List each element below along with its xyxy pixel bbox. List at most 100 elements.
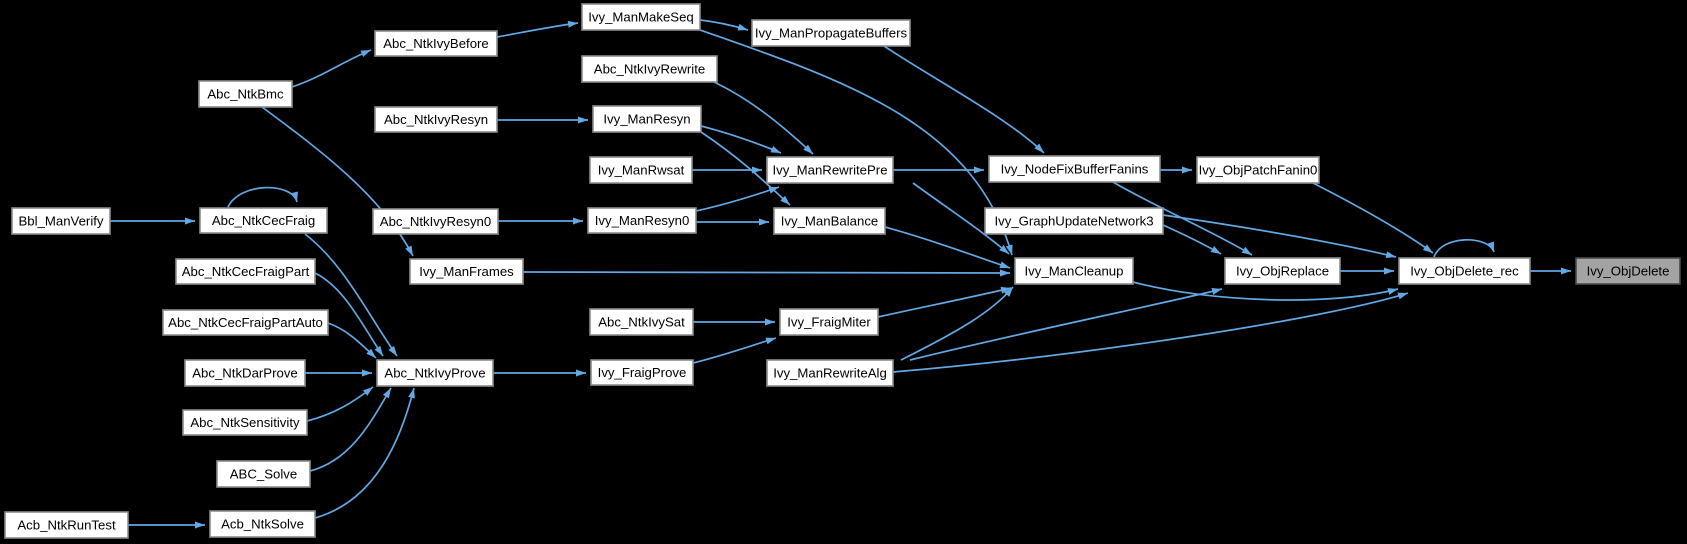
- node-label-manresyn0: Ivy_ManResyn0: [595, 213, 690, 228]
- edge-sensitivity-to-ivyprove: [306, 386, 374, 422]
- node-box-darprove[interactable]: [184, 359, 306, 387]
- node-label-ivyresyn0: Abc_NtkIvyResyn0: [380, 214, 491, 229]
- node-balance[interactable]: Ivy_ManBalance: [773, 207, 886, 235]
- node-box-manresyn[interactable]: [592, 105, 702, 133]
- node-label-propbuf: Ivy_ManPropagateBuffers: [755, 26, 908, 41]
- edge-cecfraigpart-to-ivyprove: [314, 272, 384, 357]
- edge-fraigprove-to-fraigmiter: [692, 337, 777, 364]
- edge-fraigmiter-to-cleanup: [877, 286, 1012, 318]
- node-box-graphupdate[interactable]: [984, 207, 1164, 235]
- edge-balance-to-cleanup: [884, 226, 1011, 269]
- node-box-cecfraig[interactable]: [199, 207, 328, 234]
- node-objdelete[interactable]: Ivy_ObjDelete: [1575, 257, 1681, 285]
- node-ivysat[interactable]: Abc_NtkIvySat: [589, 308, 694, 336]
- node-rewritepre[interactable]: Ivy_ManRewritePre: [766, 156, 894, 184]
- node-ivybefore[interactable]: Abc_NtkIvyBefore: [374, 30, 498, 57]
- node-box-sensitivity[interactable]: [182, 409, 308, 436]
- node-label-ivyresyn: Abc_NtkIvyResyn: [384, 112, 488, 127]
- node-box-ivyresyn0[interactable]: [372, 208, 499, 235]
- node-box-bbl[interactable]: [11, 207, 111, 235]
- edge-manresyn0-to-rewritepre: [695, 186, 780, 212]
- node-label-runtest: Acb_NtkRunTest: [17, 518, 116, 533]
- node-box-makeseq[interactable]: [581, 3, 701, 31]
- node-frames[interactable]: Ivy_ManFrames: [409, 258, 524, 285]
- node-label-ivyprove: Abc_NtkIvyProve: [384, 366, 485, 381]
- node-box-patchfanin0[interactable]: [1196, 156, 1320, 184]
- node-darprove[interactable]: Abc_NtkDarProve: [184, 359, 306, 387]
- node-box-abcsolve[interactable]: [216, 460, 311, 488]
- node-cecfraigpartauto[interactable]: Abc_NtkCecFraigPartAuto: [162, 309, 329, 336]
- node-rewritealg[interactable]: Ivy_ManRewriteAlg: [766, 359, 894, 387]
- node-label-bbl: Bbl_ManVerify: [18, 214, 103, 229]
- node-box-ivysat[interactable]: [589, 308, 694, 336]
- edge-makeseq-to-propbuf: [699, 19, 749, 31]
- node-label-patchfanin0: Ivy_ObjPatchFanin0: [1199, 163, 1318, 178]
- node-ivyrewrite[interactable]: Abc_NtkIvyRewrite: [581, 55, 718, 83]
- node-box-ivyresyn[interactable]: [374, 106, 498, 133]
- node-rwsat[interactable]: Ivy_ManRwsat: [589, 156, 693, 184]
- node-box-balance[interactable]: [773, 207, 886, 235]
- node-box-frames[interactable]: [409, 258, 524, 285]
- node-runtest[interactable]: Acb_NtkRunTest: [4, 511, 129, 539]
- node-box-bmc[interactable]: [198, 80, 293, 108]
- node-patchfanin0[interactable]: Ivy_ObjPatchFanin0: [1196, 156, 1320, 184]
- node-label-cecfraig: Abc_NtkCecFraig: [212, 213, 315, 228]
- node-ivyresyn0[interactable]: Abc_NtkIvyResyn0: [372, 208, 499, 235]
- edge-rewritealg-to-cleanup: [900, 286, 1014, 361]
- node-box-nodefix[interactable]: [988, 155, 1161, 183]
- node-box-cecfraigpartauto[interactable]: [162, 309, 329, 336]
- node-ivyresyn[interactable]: Abc_NtkIvyResyn: [374, 106, 498, 133]
- edge-ivyrewrite-to-rewritepre: [713, 81, 814, 155]
- node-box-rewritepre[interactable]: [766, 156, 894, 184]
- node-box-ntksolve[interactable]: [209, 510, 316, 538]
- node-box-ivyprove[interactable]: [376, 359, 494, 387]
- node-ntksolve[interactable]: Acb_NtkSolve: [209, 510, 316, 538]
- node-label-abcsolve: ABC_Solve: [230, 467, 297, 482]
- node-box-propbuf[interactable]: [751, 19, 911, 47]
- node-box-runtest[interactable]: [4, 511, 129, 539]
- node-box-manresyn0[interactable]: [587, 207, 697, 234]
- node-box-objdelete[interactable]: [1575, 257, 1681, 285]
- edge-rewritealg-to-objdeleterec: [892, 292, 1409, 373]
- node-graphupdate[interactable]: Ivy_GraphUpdateNetwork3: [984, 207, 1164, 235]
- node-box-objreplace[interactable]: [1224, 257, 1341, 285]
- node-box-objdeleterec[interactable]: [1398, 257, 1531, 285]
- edge-propbuf-to-nodefix: [883, 45, 1045, 154]
- node-box-rwsat[interactable]: [589, 156, 693, 184]
- node-makeseq[interactable]: Ivy_ManMakeSeq: [581, 3, 701, 31]
- node-box-fraigprove[interactable]: [590, 359, 694, 386]
- node-box-cecfraigpart[interactable]: [175, 258, 316, 285]
- node-propbuf[interactable]: Ivy_ManPropagateBuffers: [751, 19, 911, 47]
- node-manresyn0[interactable]: Ivy_ManResyn0: [587, 207, 697, 234]
- node-box-ivybefore[interactable]: [374, 30, 498, 57]
- node-nodefix[interactable]: Ivy_NodeFixBufferFanins: [988, 155, 1161, 183]
- node-abcsolve[interactable]: ABC_Solve: [216, 460, 311, 488]
- node-cecfraig[interactable]: Abc_NtkCecFraig: [199, 207, 328, 234]
- node-label-fraigprove: Ivy_FraigProve: [598, 365, 687, 380]
- node-objreplace[interactable]: Ivy_ObjReplace: [1224, 257, 1341, 285]
- node-cleanup[interactable]: Ivy_ManCleanup: [1014, 257, 1134, 285]
- node-cecfraigpart[interactable]: Abc_NtkCecFraigPart: [175, 258, 316, 285]
- node-box-fraigmiter[interactable]: [779, 308, 879, 336]
- node-label-sensitivity: Abc_NtkSensitivity: [190, 415, 300, 430]
- node-box-rewritealg[interactable]: [766, 359, 894, 387]
- edge-cecfraig-to-ivyprove: [304, 233, 398, 357]
- node-fraigprove[interactable]: Ivy_FraigProve: [590, 359, 694, 386]
- node-bmc[interactable]: Abc_NtkBmc: [198, 80, 293, 108]
- node-box-ivyrewrite[interactable]: [581, 55, 718, 83]
- node-bbl[interactable]: Bbl_ManVerify: [11, 207, 111, 235]
- node-label-manresyn: Ivy_ManResyn: [603, 112, 690, 127]
- node-box-cleanup[interactable]: [1014, 257, 1134, 285]
- node-ivyprove[interactable]: Abc_NtkIvyProve: [376, 359, 494, 387]
- node-fraigmiter[interactable]: Ivy_FraigMiter: [779, 308, 879, 336]
- node-label-frames: Ivy_ManFrames: [419, 264, 514, 279]
- node-sensitivity[interactable]: Abc_NtkSensitivity: [182, 409, 308, 436]
- node-objdeleterec[interactable]: Ivy_ObjDelete_rec: [1398, 257, 1531, 285]
- edge-cecfraigpartauto-to-ivyprove: [327, 322, 377, 359]
- node-label-makeseq: Ivy_ManMakeSeq: [588, 10, 694, 25]
- edge-ivybefore-to-makeseq: [496, 20, 579, 38]
- edge-rewritepre-to-cleanup: [912, 182, 1010, 255]
- node-manresyn[interactable]: Ivy_ManResyn: [592, 105, 702, 133]
